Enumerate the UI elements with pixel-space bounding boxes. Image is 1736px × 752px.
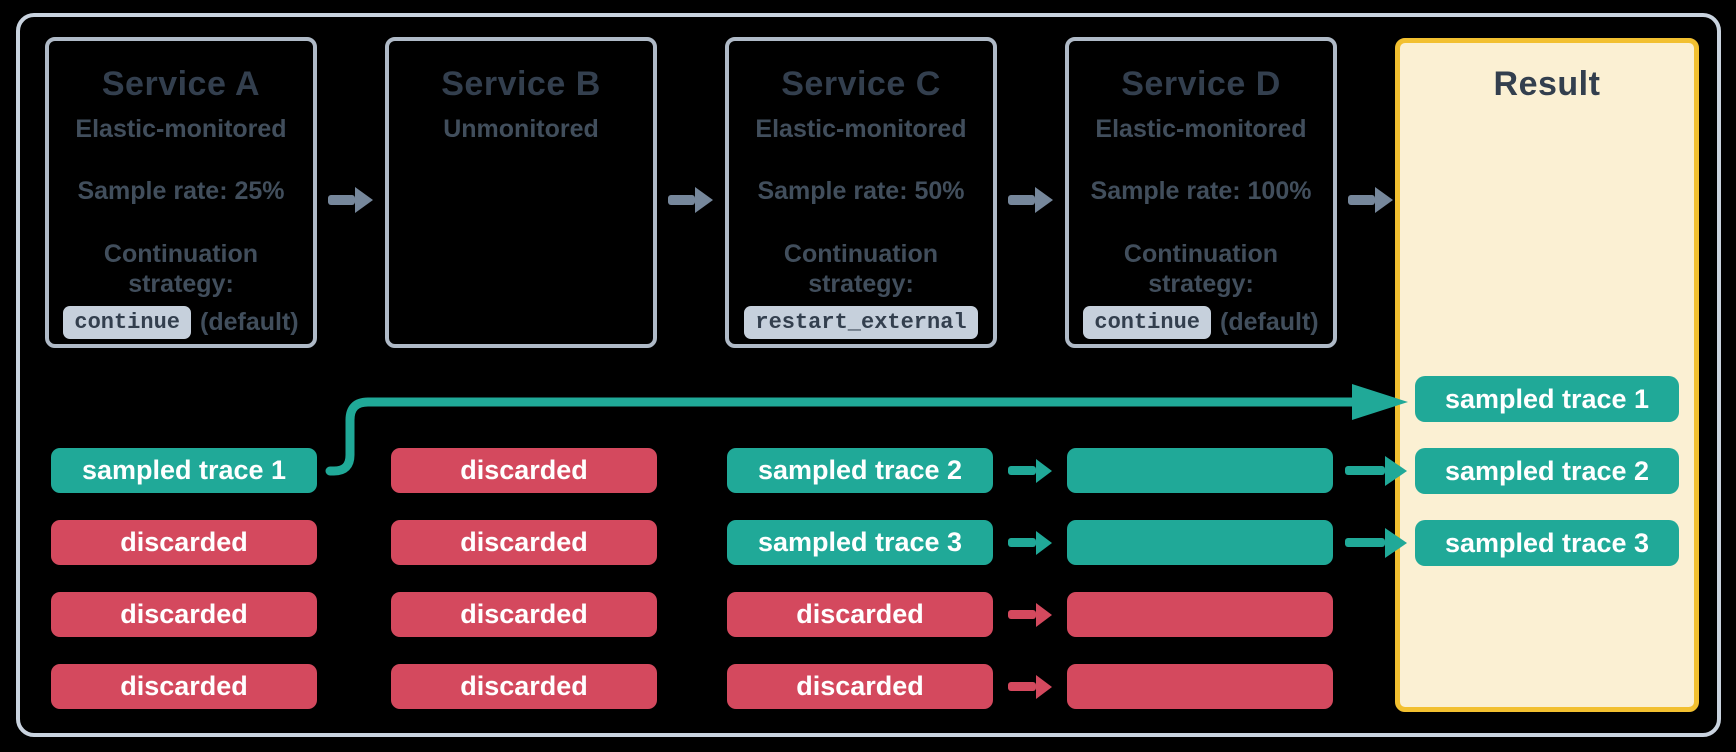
sampled-trace-pill <box>1067 520 1333 565</box>
discarded-trace-pill: discarded <box>727 664 993 709</box>
continuation-strategy-label: Continuation strategy: <box>783 240 939 298</box>
service-title: Service D <box>1121 65 1281 103</box>
result-sampled-trace-pill: sampled trace 3 <box>1415 520 1679 566</box>
service-a-box: Service A Elastic-monitored Sample rate:… <box>45 37 317 348</box>
discarded-trace-pill <box>1067 664 1333 709</box>
strategy-chip-row: restart_external <box>744 306 978 339</box>
service-b-box: Service B Unmonitored <box>385 37 657 348</box>
trace-to-result-arrow-icon <box>1345 527 1407 558</box>
service-d-box: Service D Elastic-monitored Sample rate:… <box>1065 37 1337 348</box>
sample-rate-label: Sample rate: 50% <box>757 177 965 205</box>
service-flow-arrow-icon <box>328 187 373 213</box>
discarded-trace-pill: discarded <box>391 448 657 493</box>
default-label: (default) <box>200 308 299 336</box>
strategy-code-chip: restart_external <box>744 306 978 339</box>
trace-flow-arrow-icon <box>1008 674 1052 699</box>
trace-to-result-arrow-icon <box>1345 455 1407 486</box>
service-title: Service B <box>441 65 601 103</box>
sampled-trace-pill: sampled trace 3 <box>727 520 993 565</box>
trace-flow-arrow-icon <box>1008 602 1052 627</box>
strategy-code-chip: continue <box>63 306 191 339</box>
service-flow-arrow-icon <box>1008 187 1053 213</box>
service-title: Service C <box>781 65 941 103</box>
service-title: Service A <box>101 65 261 103</box>
continuation-strategy-label: Continuation strategy: <box>1123 240 1279 298</box>
monitoring-label: Unmonitored <box>443 115 599 143</box>
sampled-trace-pill <box>1067 448 1333 493</box>
result-sampled-trace-pill: sampled trace 2 <box>1415 448 1679 494</box>
strategy-chip-row: continue (default) <box>1083 306 1319 339</box>
strategy-code-chip: continue <box>1083 306 1211 339</box>
discarded-trace-pill: discarded <box>51 520 317 565</box>
discarded-trace-pill: discarded <box>391 592 657 637</box>
trace-flow-arrow-icon <box>1008 530 1052 555</box>
discarded-trace-pill: discarded <box>727 592 993 637</box>
monitoring-label: Elastic-monitored <box>755 115 967 143</box>
strategy-chip-row: continue (default) <box>63 306 299 339</box>
discarded-trace-pill: discarded <box>391 520 657 565</box>
result-box: Result <box>1395 38 1699 712</box>
monitoring-label: Elastic-monitored <box>1095 115 1307 143</box>
sample-rate-label: Sample rate: 25% <box>77 177 285 205</box>
continuation-strategy-label: Continuation strategy: <box>103 240 259 298</box>
discarded-trace-pill <box>1067 592 1333 637</box>
discarded-trace-pill: discarded <box>51 592 317 637</box>
trace-flow-arrow-icon <box>1008 458 1052 483</box>
result-title: Result <box>1493 65 1601 103</box>
service-flow-arrow-icon <box>1348 187 1393 213</box>
discarded-trace-pill: discarded <box>391 664 657 709</box>
sampled-trace-pill: sampled trace 2 <box>727 448 993 493</box>
service-c-box: Service C Elastic-monitored Sample rate:… <box>725 37 997 348</box>
sampled-trace-pill: sampled trace 1 <box>51 448 317 493</box>
service-flow-arrow-icon <box>668 187 713 213</box>
sample-rate-label: Sample rate: 100% <box>1090 177 1312 205</box>
monitoring-label: Elastic-monitored <box>75 115 287 143</box>
default-label: (default) <box>1220 308 1319 336</box>
discarded-trace-pill: discarded <box>51 664 317 709</box>
result-sampled-trace-pill: sampled trace 1 <box>1415 376 1679 422</box>
diagram-outer-frame <box>16 13 1721 737</box>
